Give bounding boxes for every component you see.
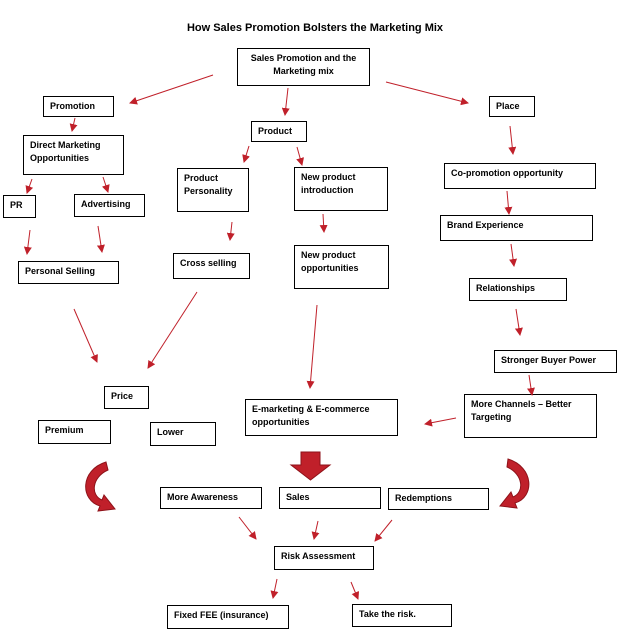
page-title: How Sales Promotion Bolsters the Marketi… <box>186 22 444 34</box>
promotion-label: Promotion <box>50 101 95 111</box>
pr-box: PR <box>3 195 36 218</box>
arrow-mix-to-promotion <box>129 74 214 105</box>
arrow-relationships-to-buyer-power <box>514 308 523 336</box>
e-marketing-box: E-marketing & E-commerce opportunities <box>245 399 398 436</box>
pr-label: PR <box>10 200 23 210</box>
arrow-awareness-to-risk <box>238 516 257 540</box>
arrow-mix-to-product <box>281 87 290 116</box>
take-risk-box: Take the risk. <box>352 604 452 627</box>
arrow-buyer-power-to-channels <box>527 374 535 396</box>
take-risk-label: Take the risk. <box>359 609 416 619</box>
new-product-opportunities-box: New product opportunities <box>294 245 389 289</box>
risk-assessment-box: Risk Assessment <box>274 546 374 570</box>
arrow-cross-selling-to-price <box>147 291 198 369</box>
arrow-risk-to-take-risk <box>350 581 360 600</box>
promotion-box: Promotion <box>43 96 114 117</box>
curved-arrow-right-icon <box>499 458 530 509</box>
personal-selling-label: Personal Selling <box>25 266 96 276</box>
new-product-introduction-label: New product introduction <box>301 172 356 195</box>
arrow-advertising-to-personal-selling <box>96 225 105 253</box>
arrow-channels-to-emarketing <box>424 417 457 427</box>
product-personality-box: Product Personality <box>177 168 249 212</box>
brand-experience-label: Brand Experience <box>447 220 524 230</box>
new-product-introduction-box: New product introduction <box>294 167 388 211</box>
arrow-product-to-personality <box>242 145 250 163</box>
stronger-buyer-power-label: Stronger Buyer Power <box>501 355 597 365</box>
arrow-redemptions-to-risk <box>374 519 393 542</box>
risk-assessment-label: Risk Assessment <box>281 551 356 561</box>
cross-selling-box: Cross selling <box>173 253 250 279</box>
arrow-brand-to-relationships <box>509 243 518 267</box>
redemptions-label: Redemptions <box>395 493 453 503</box>
personal-selling-box: Personal Selling <box>18 261 119 284</box>
place-box: Place <box>489 96 535 117</box>
more-channels-label: More Channels – Better Targeting <box>471 399 572 422</box>
curved-arrow-left-icon <box>85 461 116 512</box>
redemptions-box: Redemptions <box>388 488 489 510</box>
arrow-sales-to-risk <box>311 520 320 540</box>
more-awareness-label: More Awareness <box>167 492 239 502</box>
relationships-box: Relationships <box>469 278 567 301</box>
co-promotion-box: Co-promotion opportunity <box>444 163 596 189</box>
arrow-risk-to-fixed-fee <box>270 578 279 599</box>
arrow-copromotion-to-brand <box>504 190 513 215</box>
product-box: Product <box>251 121 307 142</box>
product-label: Product <box>258 126 293 136</box>
new-product-opportunities-label: New product opportunities <box>301 250 359 273</box>
stronger-buyer-power-box: Stronger Buyer Power <box>494 350 617 373</box>
arrow-direct-to-pr <box>25 178 34 194</box>
e-marketing-label: E-marketing & E-commerce opportunities <box>252 404 370 427</box>
direct-marketing-box: Direct Marketing Opportunities <box>23 135 124 175</box>
more-channels-box: More Channels – Better Targeting <box>464 394 597 438</box>
sales-promotion-mix-label: Sales Promotion and the Marketing mix <box>250 53 357 76</box>
relationships-label: Relationships <box>476 283 536 293</box>
arrow-personality-to-cross-selling <box>226 221 235 241</box>
price-label: Price <box>111 391 134 401</box>
more-awareness-box: More Awareness <box>160 487 262 509</box>
advertising-box: Advertising <box>74 194 145 217</box>
arrow-mix-to-place <box>385 81 469 106</box>
lower-box: Lower <box>150 422 216 446</box>
cross-selling-label: Cross selling <box>180 258 237 268</box>
premium-box: Premium <box>38 420 111 444</box>
advertising-label: Advertising <box>81 199 131 209</box>
arrow-introduction-to-opportunities <box>319 213 328 233</box>
sales-box: Sales <box>279 487 381 509</box>
price-box: Price <box>104 386 149 409</box>
down-block-arrow-icon <box>289 451 332 481</box>
arrow-opportunities-to-emarketing <box>306 304 318 389</box>
co-promotion-label: Co-promotion opportunity <box>451 168 563 178</box>
lower-label: Lower <box>157 427 184 437</box>
fixed-fee-box: Fixed FEE (insurance) <box>167 605 289 629</box>
arrow-pr-to-personal-selling <box>23 229 32 255</box>
premium-label: Premium <box>45 425 84 435</box>
sales-promotion-mix-box: Sales Promotion and the Marketing mix <box>237 48 370 86</box>
fixed-fee-label: Fixed FEE (insurance) <box>174 610 269 620</box>
sales-label: Sales <box>286 492 310 502</box>
arrow-promotion-to-direct <box>69 117 78 132</box>
arrow-place-to-copromotion <box>508 125 517 155</box>
product-personality-label: Product Personality <box>184 173 233 196</box>
place-label: Place <box>496 101 520 111</box>
brand-experience-box: Brand Experience <box>440 215 593 241</box>
arrow-direct-to-advertising <box>101 176 110 193</box>
arrow-product-to-introduction <box>296 146 304 166</box>
arrow-personal-selling-to-price <box>73 308 98 363</box>
direct-marketing-label: Direct Marketing Opportunities <box>30 140 101 163</box>
